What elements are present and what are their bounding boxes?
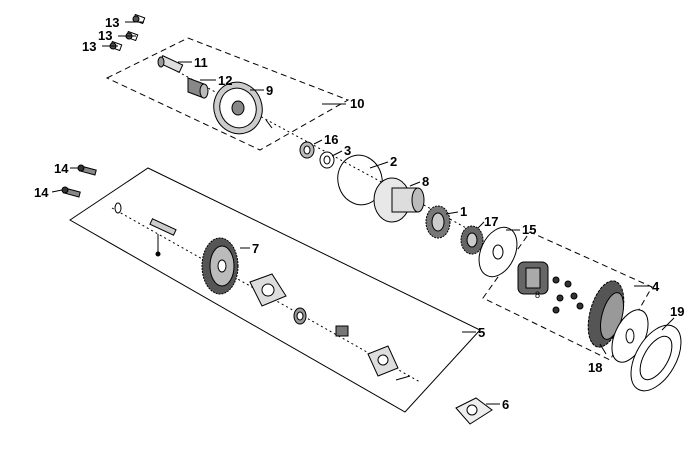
clutch-carrier-4 <box>517 261 549 295</box>
callout-10: 10 <box>350 96 364 111</box>
bearing-16 <box>299 141 315 159</box>
small-screw <box>395 375 411 381</box>
callout-6: 6 <box>502 397 509 412</box>
callout-1: 1 <box>460 204 467 219</box>
callout-17: 17 <box>484 214 498 229</box>
pulley-9 <box>213 81 263 135</box>
clutch-mark-8: 8 <box>535 290 540 300</box>
sprocket-7 <box>201 237 239 295</box>
callout-19: 19 <box>670 304 684 319</box>
ring-2 <box>337 154 383 206</box>
callout-13-middle: 13 <box>98 28 112 43</box>
callout-13-top: 13 <box>105 15 119 30</box>
callout-15: 15 <box>522 222 536 237</box>
callout-3: 3 <box>344 143 351 158</box>
callout-14-lower: 14 <box>34 185 49 200</box>
hub-8 <box>373 177 425 223</box>
disc-15 <box>478 226 518 278</box>
callout-18: 18 <box>588 360 602 375</box>
bracket-upper <box>249 273 287 307</box>
callout-5: 5 <box>478 325 485 340</box>
callout-16: 16 <box>324 132 338 147</box>
bushing <box>293 307 307 325</box>
callout-8: 8 <box>422 174 429 189</box>
shaft-pin <box>149 218 177 257</box>
washer-3 <box>319 151 335 169</box>
gear-17 <box>460 225 484 255</box>
callout-9: 9 <box>266 83 273 98</box>
pin-9 <box>265 119 273 129</box>
callout-12: 12 <box>218 73 232 88</box>
clutch-springs <box>552 276 584 314</box>
group-box-5 <box>69 167 481 413</box>
plate-19 <box>630 324 682 392</box>
callout-11: 11 <box>194 55 208 70</box>
group-box-10 <box>105 37 350 151</box>
axis-line-upper <box>159 61 471 231</box>
callout-2: 2 <box>390 154 397 169</box>
callout-4: 4 <box>652 279 660 294</box>
gear-1 <box>425 205 451 239</box>
callout-14-upper: 14 <box>54 161 69 176</box>
bracket-6 <box>455 397 493 425</box>
cone-12 <box>187 77 209 99</box>
callout-7: 7 <box>252 241 259 256</box>
screw-14-upper <box>77 164 97 176</box>
bolt-11 <box>157 55 184 73</box>
circlip <box>114 202 122 214</box>
bracket-lower <box>367 345 399 377</box>
screw-14-lower <box>61 186 81 198</box>
callout-13-bottom: 13 <box>82 39 96 54</box>
leader-lines <box>51 21 675 405</box>
clip <box>335 325 349 337</box>
